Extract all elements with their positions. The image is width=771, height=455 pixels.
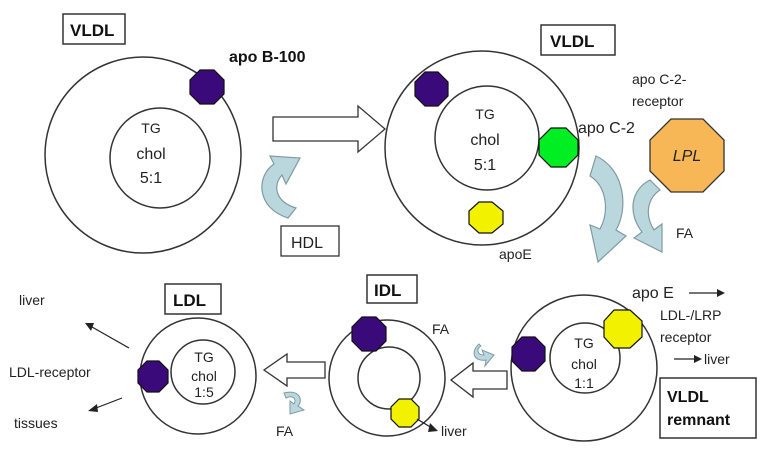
- vldl2-apo-b100: [414, 71, 449, 107]
- vldl-apoc2-particle: VLDL TG chol 5:1 apo C-2 apoE: [384, 24, 635, 262]
- liver-remnant-arrow-head: [694, 355, 702, 363]
- ldl-title-box: [164, 283, 222, 315]
- remnant-apo-e: [603, 309, 643, 349]
- ldl-core-chol: chol: [191, 368, 217, 384]
- ldl-receptor-label: LDL-receptor: [9, 364, 91, 380]
- liver-ldl-arrow-head: [85, 323, 94, 331]
- vldl-particle: VLDL TG chol 5:1 apo B-100: [44, 13, 306, 254]
- liver-idl-arrow-head: [428, 423, 438, 432]
- remnant-core: [549, 322, 621, 394]
- arrow-idl-to-ldl: [262, 352, 326, 388]
- vldl2-core: [434, 85, 540, 191]
- ldl-apo-b100: [137, 360, 169, 393]
- remnant-title-l2: remnant: [667, 412, 731, 429]
- apo-e-remnant-label: apo E: [632, 285, 674, 302]
- liver-idl-label: liver: [441, 423, 467, 439]
- liver-ldl-arrow-line: [91, 326, 130, 349]
- remnant-title-l1: VLDL: [667, 389, 709, 406]
- lpl-enzyme: [649, 118, 725, 193]
- remnant-core-tg: TG: [574, 335, 593, 351]
- ldl-lrp-label-l2: receptor: [660, 329, 712, 345]
- vldl2-title-box: [540, 24, 616, 56]
- vldl2-title: VLDL: [550, 32, 594, 51]
- vldl2-core-ratio: 5:1: [474, 157, 496, 174]
- fa-idl-label: FA: [432, 321, 450, 337]
- ldl-core-ratio: 1:5: [194, 384, 214, 400]
- idl-apo-b100: [351, 316, 387, 352]
- arrow-remnant-to-idl: [449, 361, 508, 399]
- liver-remnant-label: liver: [704, 351, 730, 367]
- vldl-remnant-particle: TG chol 1:1 VLDL remnant: [510, 294, 757, 442]
- idl-core: [357, 346, 421, 410]
- tissues-arrow-head: [88, 404, 98, 412]
- idl-apo-e: [390, 398, 420, 428]
- vldl-title: VLDL: [70, 21, 114, 40]
- vldl2-core-tg: TG: [475, 106, 494, 122]
- vldl-core-ratio: 5:1: [140, 170, 162, 187]
- apoc2-receptor-label-l2: receptor: [632, 93, 684, 109]
- vldl-title-box: [62, 13, 126, 45]
- apo-b100-label: apo B-100: [229, 49, 306, 66]
- remnant-core-chol: chol: [571, 356, 597, 372]
- apo-e-arrow-head: [717, 289, 725, 297]
- liver-ldl-label: liver: [19, 292, 45, 308]
- fa-release-arrow: [632, 179, 663, 253]
- fa-idl-arrow: [473, 343, 495, 368]
- hdl-transfer-arrow: [261, 155, 301, 219]
- remnant-core-ratio: 1:1: [574, 375, 594, 391]
- apo-c2-protein: [538, 127, 579, 168]
- tissues-arrow-line: [95, 397, 123, 409]
- ldl-core-tg: TG: [194, 349, 213, 365]
- fa-right-label: FA: [676, 225, 694, 241]
- tissues-label: tissues: [14, 415, 58, 431]
- ldl-particle: LDL TG chol 1:5: [137, 283, 257, 435]
- vldl2-core-chol: chol: [470, 132, 499, 149]
- fa-ldl-label: FA: [276, 423, 294, 439]
- fa-ldl-arrow: [283, 391, 306, 415]
- apoc2-receptor-label-l1: apo C-2-: [632, 71, 687, 87]
- ldl-core: [170, 339, 236, 405]
- vldl-core-tg: TG: [141, 120, 160, 136]
- apo-b100-protein: [189, 69, 225, 105]
- hdl-box: [280, 225, 340, 257]
- arrow-vldl-to-vldl: [272, 104, 387, 154]
- vldl-to-remnant-arrow: [589, 155, 627, 264]
- hdl-label: HDL: [291, 235, 323, 252]
- apo-e-label: apoE: [499, 246, 532, 262]
- vldl-core: [109, 107, 211, 209]
- vldl-core-chol: chol: [136, 146, 165, 163]
- apo-c2-label: apo C-2: [578, 120, 635, 137]
- remnant-title-box: [659, 377, 757, 439]
- ldl-lrp-label-l1: LDL-/LRP: [660, 307, 721, 323]
- idl-title: IDL: [374, 281, 401, 300]
- ldl-title: LDL: [173, 291, 206, 310]
- apo-e-protein: [468, 201, 504, 234]
- idl-particle: IDL: [328, 274, 446, 437]
- idl-title-box: [366, 274, 418, 304]
- lpl-label: LPL: [673, 148, 701, 165]
- remnant-apo-b100: [511, 336, 546, 372]
